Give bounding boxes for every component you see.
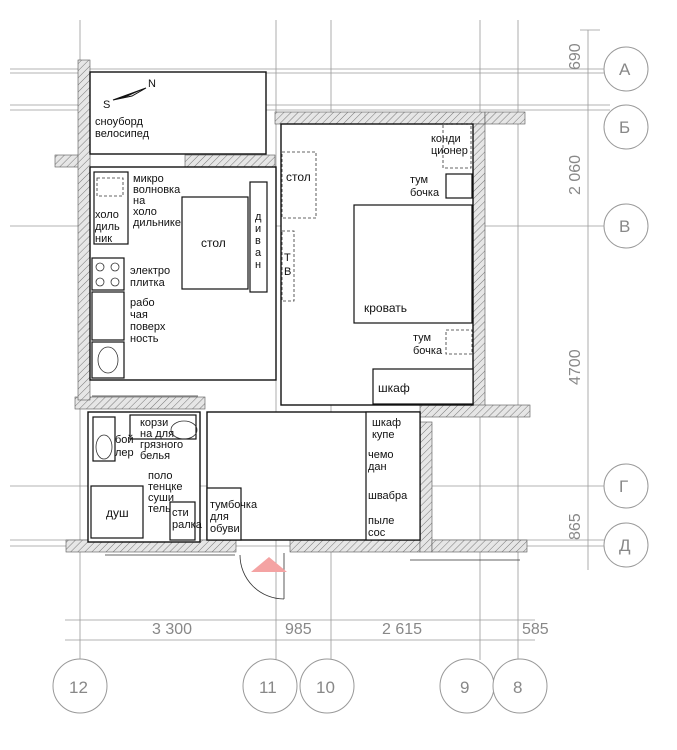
- svg-text:8: 8: [513, 678, 522, 697]
- svg-text:В: В: [619, 217, 630, 236]
- hallway: тумбочка для обуви шкаф купе чемо дан шв…: [206, 411, 421, 600]
- svg-text:тель: тель: [148, 503, 171, 515]
- bottom-dimensions: 3 300 985 2 615 585: [152, 621, 549, 638]
- svg-text:тум: тум: [413, 332, 431, 344]
- right-dimensions: 690 2 060 4700 865: [567, 29, 600, 540]
- svg-text:а: а: [255, 247, 262, 259]
- svg-text:конди: конди: [431, 133, 461, 145]
- svg-text:Г: Г: [619, 477, 628, 496]
- svg-text:суши: суши: [148, 492, 174, 504]
- svg-text:ционер: ционер: [431, 145, 468, 157]
- storage-room: сноуборд велосипед: [95, 116, 150, 140]
- svg-text:690: 690: [567, 43, 584, 70]
- svg-text:тум: тум: [410, 174, 428, 186]
- svg-text:диль: диль: [95, 221, 120, 233]
- svg-text:9: 9: [460, 678, 469, 697]
- svg-text:В: В: [284, 266, 291, 278]
- svg-text:волновка: волновка: [133, 184, 181, 196]
- svg-text:швабра: швабра: [368, 490, 408, 502]
- svg-text:985: 985: [285, 621, 312, 638]
- svg-text:холо: холо: [95, 209, 119, 221]
- svg-text:865: 865: [567, 513, 584, 540]
- svg-text:корзи: корзи: [140, 417, 168, 429]
- svg-text:купе: купе: [372, 429, 395, 441]
- svg-text:11: 11: [259, 678, 277, 697]
- svg-text:N: N: [148, 78, 156, 90]
- svg-text:рабо: рабо: [130, 297, 155, 309]
- svg-text:дильнике: дильнике: [133, 217, 181, 229]
- svg-text:S: S: [103, 99, 110, 111]
- right-axes: А Б В Г Д: [603, 46, 649, 568]
- svg-text:12: 12: [69, 678, 88, 697]
- svg-text:Т: Т: [284, 252, 291, 264]
- svg-text:обуви: обуви: [210, 523, 240, 535]
- bathroom: корзи на для грязного белья бой лер поло…: [90, 414, 203, 541]
- svg-text:поверх: поверх: [130, 321, 166, 333]
- bedroom: стол Т В конди ционер тум бочка кровать …: [281, 123, 474, 405]
- svg-text:2 615: 2 615: [382, 621, 422, 638]
- svg-text:ралка: ралка: [172, 519, 203, 531]
- svg-text:душ: душ: [106, 506, 129, 520]
- svg-text:стол: стол: [201, 236, 226, 250]
- svg-text:Д: Д: [619, 536, 631, 555]
- svg-text:чая: чая: [130, 309, 148, 321]
- svg-text:чемо: чемо: [368, 449, 394, 461]
- svg-text:4700: 4700: [567, 349, 584, 385]
- svg-text:велосипед: велосипед: [95, 128, 150, 140]
- svg-text:для: для: [210, 511, 229, 523]
- svg-text:сти: сти: [172, 507, 189, 519]
- compass-icon: N S: [103, 78, 156, 111]
- svg-text:д: д: [255, 211, 262, 223]
- svg-text:шкаф: шкаф: [372, 417, 401, 429]
- svg-text:бочка: бочка: [413, 345, 443, 357]
- svg-text:и: и: [255, 223, 261, 235]
- svg-text:А: А: [619, 60, 631, 79]
- bottom-axes: 12 11 10 9 8: [52, 658, 548, 714]
- svg-text:пыле: пыле: [368, 515, 394, 527]
- svg-text:сос: сос: [368, 527, 386, 539]
- svg-text:кровать: кровать: [364, 301, 407, 315]
- svg-text:шкаф: шкаф: [378, 381, 410, 395]
- svg-text:поло: поло: [148, 470, 173, 482]
- kitchen: микро волновка на холо дильнике холо дил…: [91, 171, 268, 379]
- svg-text:стол: стол: [286, 170, 311, 184]
- svg-text:электро: электро: [130, 265, 170, 277]
- svg-text:тумбочка: тумбочка: [210, 499, 258, 511]
- svg-text:бой: бой: [115, 434, 134, 446]
- svg-text:ность: ность: [130, 333, 159, 345]
- svg-text:в: в: [255, 235, 261, 247]
- svg-text:3 300: 3 300: [152, 621, 192, 638]
- svg-text:плитка: плитка: [130, 277, 166, 289]
- svg-text:сноуборд: сноуборд: [95, 116, 143, 128]
- svg-text:дан: дан: [368, 461, 387, 473]
- svg-text:Б: Б: [619, 118, 630, 137]
- svg-text:лер: лер: [115, 447, 134, 459]
- svg-text:на для: на для: [140, 428, 174, 440]
- svg-text:микро: микро: [133, 173, 164, 185]
- svg-text:холо: холо: [133, 206, 157, 218]
- svg-text:585: 585: [522, 621, 549, 638]
- svg-text:н: н: [255, 259, 261, 271]
- svg-text:на: на: [133, 195, 146, 207]
- svg-text:тенцке: тенцке: [148, 481, 182, 493]
- svg-text:10: 10: [316, 678, 335, 697]
- svg-text:грязного: грязного: [140, 439, 183, 451]
- svg-text:2 060: 2 060: [567, 155, 584, 195]
- entrance-arrow-icon: [251, 557, 287, 572]
- svg-text:белья: белья: [140, 450, 170, 462]
- svg-text:ник: ник: [95, 233, 112, 245]
- svg-text:бочка: бочка: [410, 187, 440, 199]
